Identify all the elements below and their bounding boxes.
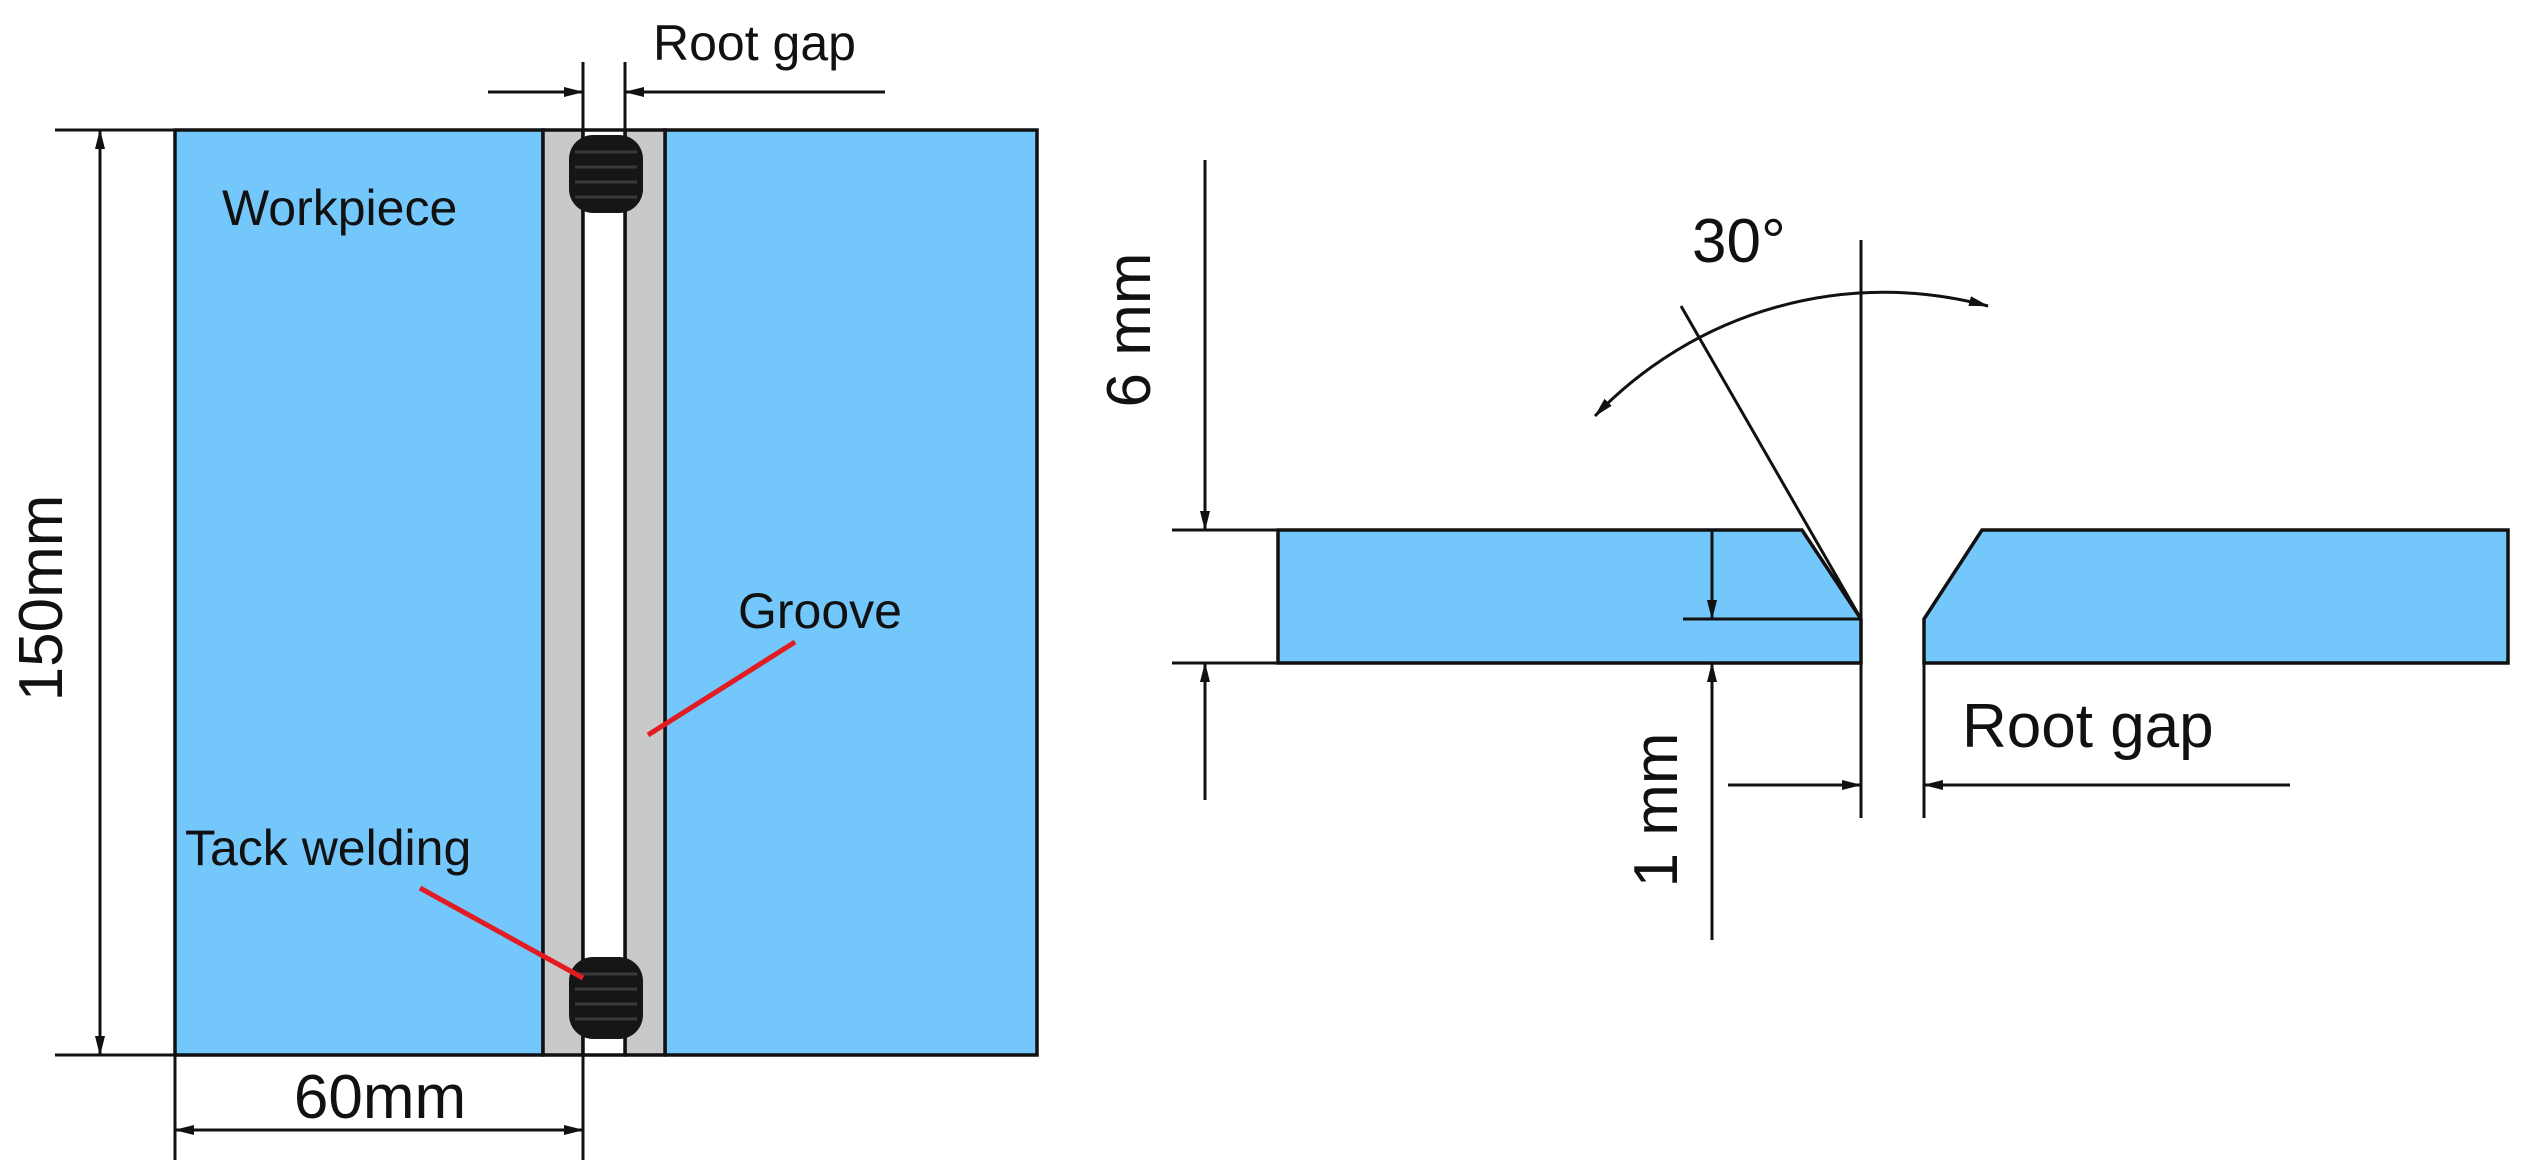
angle-arc <box>1593 290 1989 418</box>
root-gap-label-section: Root gap <box>1962 692 2214 761</box>
tack-welding-label: Tack welding <box>185 820 471 876</box>
length-label: 150mm <box>7 495 76 702</box>
tack-weld-bottom <box>569 957 643 1039</box>
tack-weld-top <box>569 135 643 213</box>
section-right-plate <box>1922 528 2510 665</box>
root-gap-opening <box>581 128 627 1057</box>
root-face-label: 1 mm <box>1622 733 1691 888</box>
groove-label: Groove <box>738 583 902 639</box>
workpiece-left-plate <box>173 128 545 1057</box>
section-left-plate <box>1276 528 1863 665</box>
root-gap-label-top: Root gap <box>653 15 856 71</box>
angle-label: 30° <box>1692 207 1786 276</box>
tack-welding-leader-line <box>418 885 585 981</box>
groove-bevel-right <box>623 128 667 1057</box>
groove-leader-line <box>646 639 797 738</box>
plan-view: Root gap 150mm 60mm Workpiece Groove Tac… <box>7 15 1039 1160</box>
thickness-label: 6 mm <box>1095 253 1164 408</box>
section-view: 6 mm 1 mm 30° Root gap <box>1095 160 2510 940</box>
width-label: 60mm <box>294 1063 466 1132</box>
groove-bevel-left <box>541 128 585 1057</box>
workpiece-right-plate <box>663 128 1039 1057</box>
workpiece-label: Workpiece <box>222 180 457 236</box>
